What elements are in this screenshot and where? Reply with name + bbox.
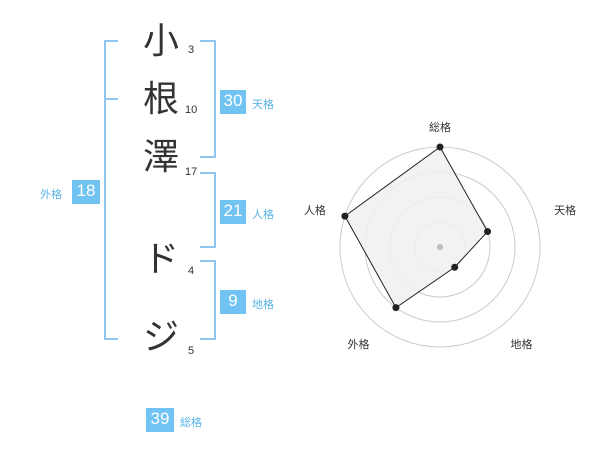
gaikaku-value: 18 — [72, 180, 100, 204]
jinkaku-label: 人格 — [252, 208, 274, 221]
stroke-count-2: 10 — [185, 104, 198, 116]
tenkaku-value: 30 — [220, 90, 246, 114]
radar-axis-label-2: 天格 — [554, 203, 576, 217]
radar-axis-label-4: 外格 — [347, 337, 369, 351]
name-char-2: 根 — [142, 79, 179, 120]
stroke-count-1: 3 — [188, 44, 195, 56]
tenkaku-bracket — [200, 40, 216, 158]
jinkaku-value: 21 — [220, 200, 246, 224]
chikaku-label: 地格 — [252, 298, 274, 311]
gaikaku-bracket-tick — [104, 98, 118, 100]
chikaku-bracket — [200, 260, 216, 340]
jinkaku-bracket — [200, 172, 216, 248]
gaikaku-label: 外格 — [40, 188, 62, 201]
radar-point-2 — [484, 228, 492, 236]
radar-polygon — [344, 146, 489, 309]
stroke-count-5: 5 — [188, 345, 195, 357]
chikaku-value: 9 — [220, 290, 246, 314]
name-char-1: 小 — [142, 21, 179, 62]
radar-point-3 — [451, 263, 459, 271]
gaikaku-bracket — [104, 40, 118, 340]
radar-point-5 — [341, 212, 349, 220]
stroke-count-4: 4 — [188, 265, 195, 277]
radar-axis-label-3: 地格 — [511, 337, 533, 351]
radar-axis-label-1: 総格 — [429, 120, 451, 134]
name-char-4: ド — [142, 239, 179, 280]
radar-center-dot — [437, 244, 443, 250]
tenkaku-label: 天格 — [252, 98, 274, 111]
soukaku-value: 39 — [146, 408, 174, 432]
radar-point-4 — [392, 304, 400, 312]
radar-points — [341, 143, 492, 312]
radar-axis-label-5: 人格 — [304, 203, 326, 217]
name-char-5: ジ — [142, 317, 179, 358]
radar-point-1 — [436, 143, 444, 151]
soukaku-label: 総格 — [180, 416, 202, 429]
name-char-3: 澤 — [142, 137, 179, 178]
stroke-count-3: 17 — [185, 166, 198, 178]
